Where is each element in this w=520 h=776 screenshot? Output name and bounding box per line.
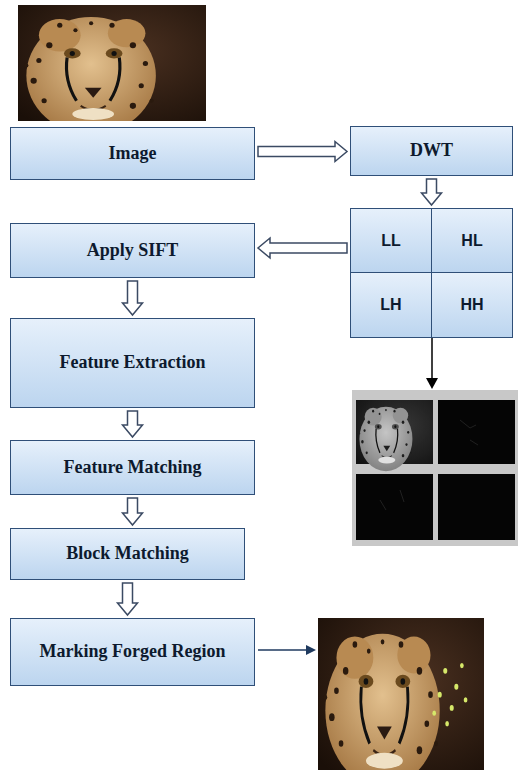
hollow-arrow [118,583,138,615]
transform-box: DWT [350,126,513,176]
subband-cell: HL [431,208,513,273]
hollow-arrow [123,281,143,315]
process-box: Feature Matching [10,440,255,495]
box-label: Feature Matching [63,457,201,479]
box-label: HH [460,295,483,314]
process-box: Feature Extraction [10,318,255,408]
subband-cell: LH [350,272,432,338]
box-label: Block Matching [66,543,189,565]
box-label: DWT [410,140,453,162]
hollow-arrow [123,411,143,437]
hollow-arrow [123,498,143,525]
box-label: Image [109,143,157,165]
box-label: LL [381,231,401,250]
subband-cell: LL [350,208,432,273]
box-label: Feature Extraction [59,352,205,374]
process-box: Marking Forged Region [10,618,255,686]
hollow-arrow [422,179,442,205]
process-box: Apply SIFT [10,223,255,278]
box-label: HL [461,231,482,250]
hollow-arrow [258,142,347,162]
process-box: Block Matching [10,528,245,580]
hollow-arrow [258,238,347,258]
process-box: Image [10,127,255,180]
box-label: LH [380,295,401,314]
subband-cell: HH [431,272,513,338]
box-label: Marking Forged Region [40,641,226,663]
box-label: Apply SIFT [87,240,179,262]
